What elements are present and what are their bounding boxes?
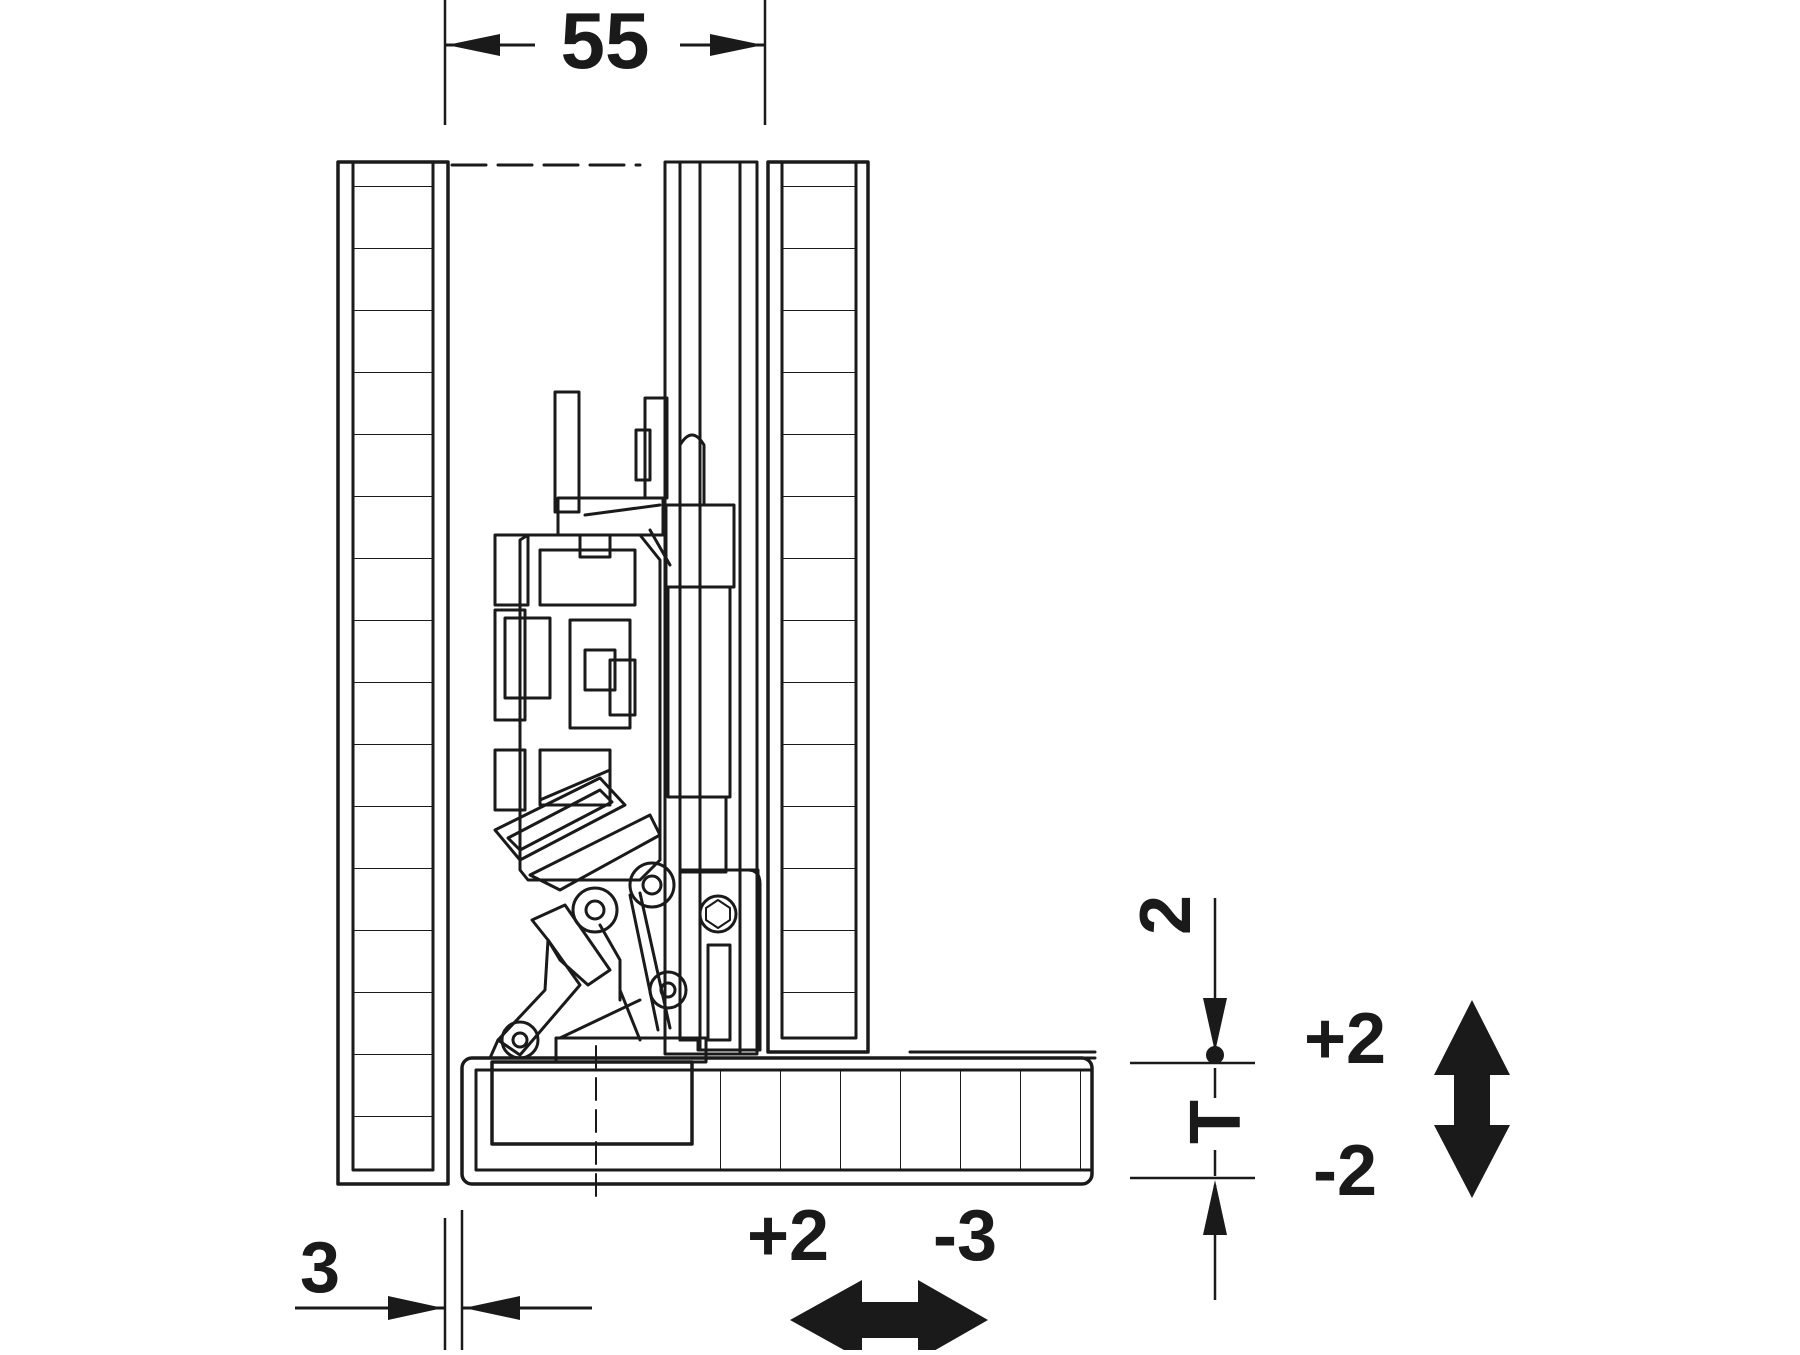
vertical-adjust-arrow bbox=[1434, 1000, 1510, 1198]
horizontal-adjust-arrow bbox=[790, 1280, 988, 1355]
dim-2-label: 2 bbox=[1126, 895, 1206, 935]
dimension-vertical bbox=[1130, 898, 1255, 1300]
left-side-panel bbox=[336, 160, 450, 1186]
horizontal-minus-label: -3 bbox=[933, 1196, 997, 1276]
dimension-width bbox=[443, 0, 767, 125]
dimension-offset bbox=[295, 1210, 592, 1350]
dim-55-label: 55 bbox=[561, 0, 650, 85]
door-panel bbox=[460, 1036, 1094, 1206]
mounting-rail bbox=[663, 160, 760, 1056]
hinge-mechanism bbox=[488, 390, 762, 1060]
vertical-plus-label: +2 bbox=[1304, 999, 1386, 1079]
horizontal-plus-label: +2 bbox=[747, 1196, 829, 1276]
vertical-minus-label: -2 bbox=[1313, 1131, 1377, 1211]
dim-3-label: 3 bbox=[300, 1228, 340, 1308]
right-panel bbox=[766, 160, 870, 1054]
dim-t-label: T bbox=[1176, 1100, 1256, 1144]
